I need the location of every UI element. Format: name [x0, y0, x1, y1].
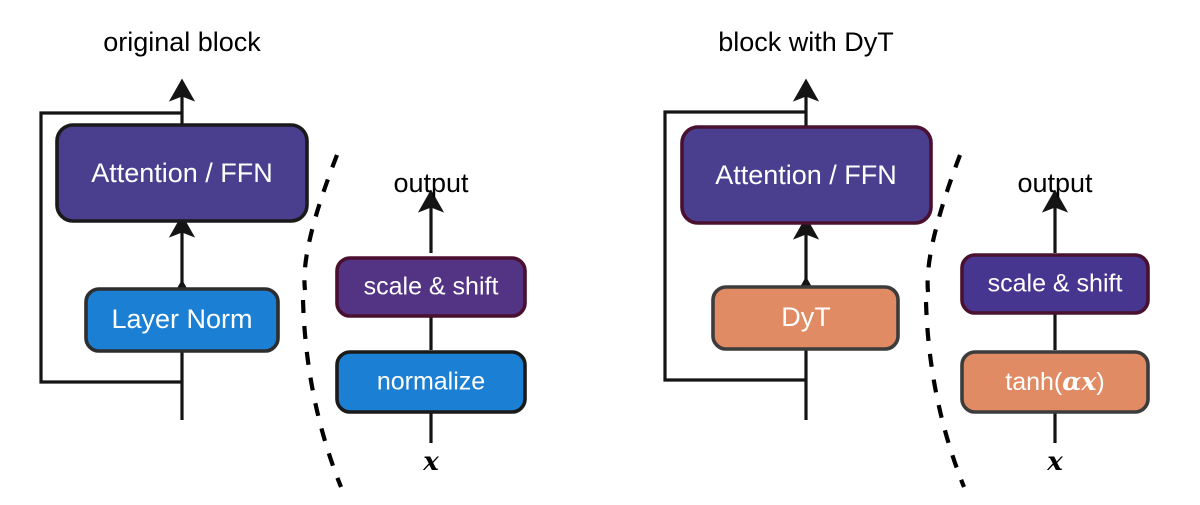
tanh-alpha: α — [1062, 367, 1081, 396]
tanh-x: x — [1081, 367, 1098, 396]
right-residual-connection — [663, 110, 806, 382]
left-detail-output-label: output — [393, 168, 469, 198]
left-attention-ffn-label: Attention / FFN — [91, 158, 273, 188]
right-scale-shift-label: scale & shift — [988, 270, 1123, 298]
left-detail-block-scale-shift[interactable]: scale & shift — [335, 256, 527, 318]
tanh-suffix: ) — [1096, 368, 1104, 396]
left-block-attention-ffn[interactable]: Attention / FFN — [55, 123, 309, 223]
left-normalize-label: normalize — [377, 368, 485, 396]
left-scale-shift-label: scale & shift — [364, 273, 499, 301]
left-detail-block-normalize[interactable]: normalize — [335, 350, 527, 414]
right-block-attention-ffn[interactable]: Attention / FFN — [680, 125, 933, 225]
right-dyt-label: DyT — [781, 302, 831, 332]
left-attention-ffn-shape — [55, 123, 309, 223]
panel-title-left: original block — [103, 27, 261, 57]
right-detail-column: x tanh(αx) scale & shift output — [960, 168, 1150, 477]
right-tanh-label: tanh(αx) — [1005, 367, 1104, 396]
right-expander-dash-bottom — [923, 301, 966, 488]
right-expander-dash-top — [925, 154, 962, 293]
right-block-dyt[interactable]: DyT — [711, 285, 900, 351]
left-layer-norm-label: Layer Norm — [111, 304, 252, 334]
left-expander-dash-top — [302, 154, 339, 291]
panel-title-right: block with DyT — [718, 27, 894, 57]
right-detail-block-tanh-alpha-x[interactable]: tanh(αx) — [960, 350, 1150, 414]
right-detail-output-label: output — [1017, 168, 1093, 198]
left-layer-norm-shape — [84, 287, 280, 353]
left-residual-connection — [39, 111, 182, 384]
left-detail-input-label: x — [422, 447, 439, 477]
left-detail-column: x normalize scale & shift output — [335, 168, 527, 477]
right-tanh-shape — [960, 350, 1150, 414]
right-detail-block-scale-shift[interactable]: scale & shift — [960, 253, 1150, 315]
left-block-layer-norm[interactable]: Layer Norm — [84, 287, 280, 353]
panel-block-with-dyt: block with DyT Attention / FFN DyT x — [663, 27, 1150, 488]
right-detail-input-label: x — [1046, 447, 1063, 477]
right-attention-ffn-label: Attention / FFN — [715, 160, 897, 190]
right-dyt-shape — [711, 285, 900, 351]
left-normalize-shape — [335, 350, 527, 414]
left-scale-shift-shape — [335, 256, 527, 318]
tanh-prefix: tanh( — [1005, 368, 1063, 396]
right-scale-shift-shape — [960, 253, 1150, 315]
panel-original-block: original block Attention / FFN Layer Nor… — [39, 27, 527, 488]
right-attention-ffn-shape — [680, 125, 933, 225]
